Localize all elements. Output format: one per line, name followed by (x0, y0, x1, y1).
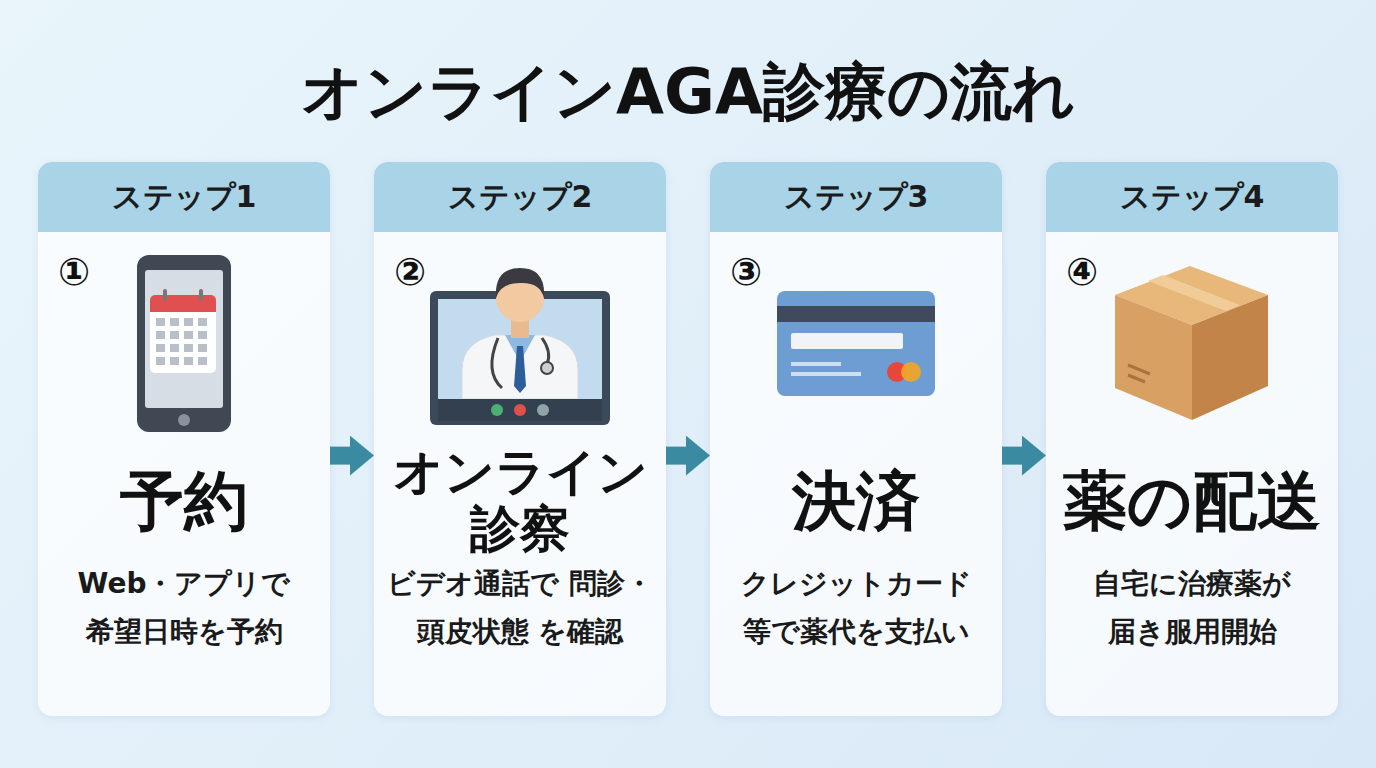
step-description: ビデオ通話で 問診・頭皮状態 を確認 (382, 560, 658, 656)
step-description: Web・アプリで 希望日時を予約 (46, 560, 322, 656)
step-description: クレジットカード 等で薬代を支払い (718, 560, 994, 656)
step-card: ③ 決済クレジットカード 等で薬代を支払い ステップ3 (710, 162, 1002, 716)
phone-icon (137, 255, 231, 432)
step-header-band: ステップ3 (710, 162, 1002, 232)
step-label: ステップ4 (1046, 162, 1338, 232)
flow-arrow (1002, 447, 1022, 465)
step-label: ステップ1 (38, 162, 330, 232)
credit-card-icon (777, 291, 935, 396)
flow-arrow (666, 447, 686, 465)
step-label: ステップ2 (374, 162, 666, 232)
step-number: ② (394, 250, 426, 294)
package-icon (1115, 266, 1268, 420)
step-heading: 決済 (714, 442, 998, 560)
step-heading: 薬の配送 (1050, 442, 1334, 560)
step-header-band: ステップ2 (374, 162, 666, 232)
step-heading: 予約 (42, 442, 326, 560)
step-card: ② オンライン 診察ビデオ通話で 問診・頭皮状態 を確認 ステップ2 (374, 162, 666, 716)
step-description: 自宅に治療薬が 届き服用開始 (1054, 560, 1330, 656)
step-heading: オンライン 診察 (378, 442, 662, 560)
step-number: ③ (730, 250, 762, 294)
step-label: ステップ3 (710, 162, 1002, 232)
video-call-icon (430, 268, 610, 425)
step-number: ① (58, 250, 90, 294)
step-header-band: ステップ4 (1046, 162, 1338, 232)
step-card: ① 予約Web・アプリで 希望日時を予約 ステップ1 (38, 162, 330, 716)
step-number: ④ (1066, 250, 1098, 294)
flow-arrow (330, 447, 350, 465)
step-header-band: ステップ1 (38, 162, 330, 232)
step-card: ④ 薬の配送自宅に治療薬が 届き服用開始 ステップ4 (1046, 162, 1338, 716)
diagram-title: オンラインAGA診療の流れ (0, 52, 1376, 132)
